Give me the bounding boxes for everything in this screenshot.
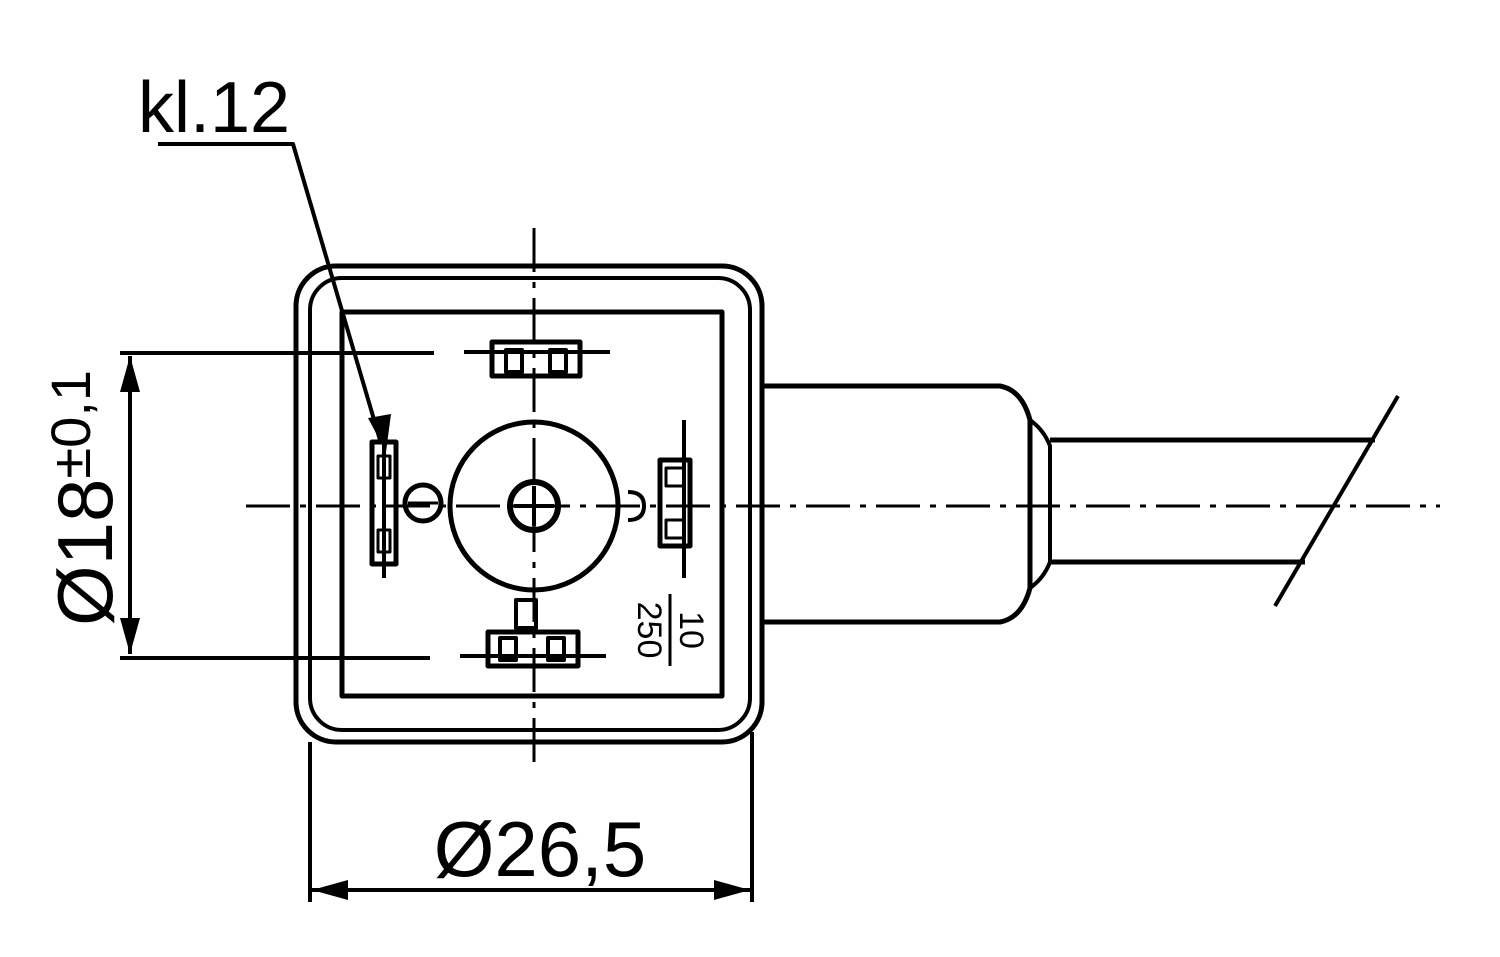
cable-break-line <box>1273 394 1400 608</box>
fraction-denominator: 250 <box>630 602 668 659</box>
height-dimension-label: Ø18±0,1 <box>39 370 129 626</box>
pin-left <box>402 482 444 524</box>
housing-outer <box>293 263 765 745</box>
pin-right <box>627 490 646 522</box>
terminal-bottom <box>460 598 606 669</box>
center-ring <box>447 419 621 593</box>
width-arrow-left <box>312 880 348 900</box>
height-dimension-value: 18 <box>41 479 129 566</box>
gland-neck <box>1028 418 1052 590</box>
height-arrow-top <box>120 356 140 392</box>
height-arrow-bottom <box>120 618 140 654</box>
fraction-label: 10 250 <box>630 594 710 666</box>
height-dimension-tolerance: ±0,1 <box>39 370 102 479</box>
center-screw <box>507 479 561 533</box>
housing-inner <box>339 309 725 699</box>
terminal-right <box>657 420 693 578</box>
part-label-leader <box>158 142 382 441</box>
terminal-top <box>464 339 610 379</box>
height-dimension-symbol: Ø <box>41 565 129 626</box>
part-label: kl.12 <box>138 68 290 148</box>
width-arrow-right <box>714 880 750 900</box>
cable-gland <box>762 383 1033 625</box>
fraction-numerator: 10 <box>672 611 710 649</box>
width-dimension-label: Ø26,5 <box>434 805 646 893</box>
housing-mid <box>308 276 752 732</box>
terminal-left <box>369 418 399 578</box>
